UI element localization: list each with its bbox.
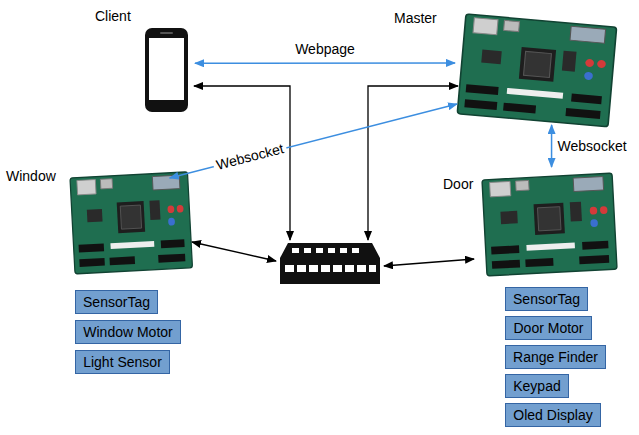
component-label: Range Finder bbox=[513, 346, 598, 368]
component-label: Keypad bbox=[513, 375, 560, 397]
ethernet-wire bbox=[192, 242, 276, 261]
component-box: Oled Display bbox=[505, 403, 601, 427]
door-board: Door bbox=[478, 172, 616, 278]
phone-screen bbox=[149, 38, 184, 100]
master-board bbox=[457, 14, 616, 127]
component-box: Keypad bbox=[505, 374, 569, 398]
switch-body bbox=[280, 258, 380, 284]
switch-top bbox=[280, 243, 380, 258]
master-board: Master bbox=[462, 8, 622, 120]
ethernet-wires bbox=[192, 86, 474, 266]
connector-label: Webpage bbox=[295, 41, 355, 58]
device-label: Door bbox=[443, 176, 473, 193]
component-label: SensorTag bbox=[83, 291, 150, 313]
device-label: Master bbox=[394, 10, 437, 27]
ethernet-wire bbox=[368, 86, 458, 240]
component-label: SensorTag bbox=[513, 288, 580, 310]
component-box: Window Motor bbox=[75, 320, 181, 344]
component-box: SensorTag bbox=[505, 287, 588, 311]
websocket-connector bbox=[551, 125, 553, 167]
component-box: Light Sensor bbox=[75, 350, 170, 374]
component-label: Door Motor bbox=[513, 317, 583, 339]
ethernet-wire bbox=[194, 86, 290, 240]
device-label: Window bbox=[6, 168, 56, 185]
websocket-connector bbox=[195, 62, 455, 64]
ethernet-wire bbox=[384, 259, 474, 266]
phone-speaker bbox=[160, 32, 173, 34]
component-box: Door Motor bbox=[505, 316, 592, 340]
component-label: Light Sensor bbox=[83, 351, 162, 373]
component-box: Range Finder bbox=[505, 345, 606, 369]
door-board bbox=[482, 173, 617, 276]
device-label: Client bbox=[95, 8, 131, 25]
component-label: Oled Display bbox=[513, 404, 592, 426]
network-switch bbox=[280, 243, 380, 284]
connector-label: Websocket bbox=[212, 140, 289, 175]
component-box: SensorTag bbox=[75, 290, 158, 314]
switch-ports bbox=[285, 248, 376, 272]
phone-body bbox=[145, 28, 188, 112]
client-phone: Client bbox=[145, 28, 188, 112]
window-board: Window bbox=[66, 172, 188, 276]
websocket-connector bbox=[170, 104, 457, 178]
connector-label: Websocket bbox=[558, 138, 627, 155]
phone-icon bbox=[145, 28, 188, 112]
window-board bbox=[70, 172, 192, 274]
component-label: Window Motor bbox=[83, 321, 172, 343]
